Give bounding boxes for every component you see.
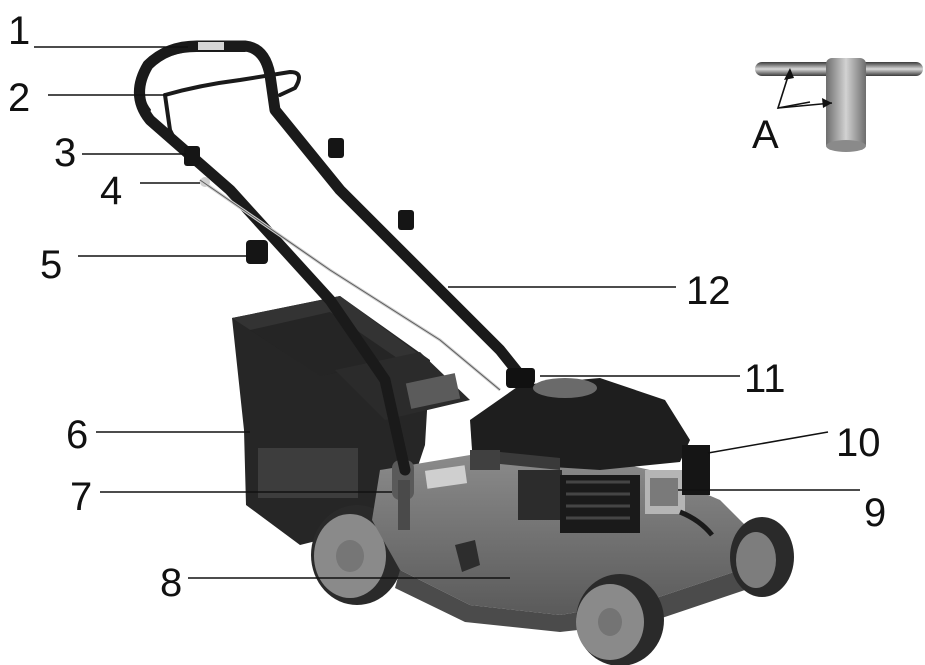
callout-12: 12: [686, 269, 731, 313]
callout-3: 3: [54, 131, 76, 175]
handle-frame: [134, 40, 526, 476]
leader-lines: [34, 46, 860, 579]
handle-quick-release: [246, 210, 414, 264]
callout-8: 8: [160, 561, 182, 605]
rear-wheel-left: [311, 505, 403, 605]
front-wheel-left: [576, 574, 664, 665]
drive-control-bar: [163, 70, 301, 152]
callout-4: 4: [100, 169, 122, 213]
callout-9: 9: [864, 491, 886, 535]
spark-plug-tool-inset: A: [752, 58, 923, 157]
callout-7: 7: [70, 475, 92, 519]
callout-1: 1: [8, 9, 30, 53]
front-wheel-right: [730, 517, 794, 597]
callout-5: 5: [40, 243, 62, 287]
callout-6: 6: [66, 413, 88, 457]
handle-lock-knob: [184, 138, 344, 166]
mower-illustration: [134, 40, 794, 665]
callout-11: 11: [744, 357, 786, 401]
leader-10: [707, 431, 829, 454]
callout-10: 10: [836, 421, 881, 465]
callout-numbers: 1 2 3 4 5 6 7 8 9 10 11 12: [8, 9, 886, 605]
engine: [470, 368, 714, 537]
callout-2: 2: [8, 76, 30, 120]
fuel-cap: [506, 368, 534, 388]
inset-label-a: A: [752, 113, 779, 157]
